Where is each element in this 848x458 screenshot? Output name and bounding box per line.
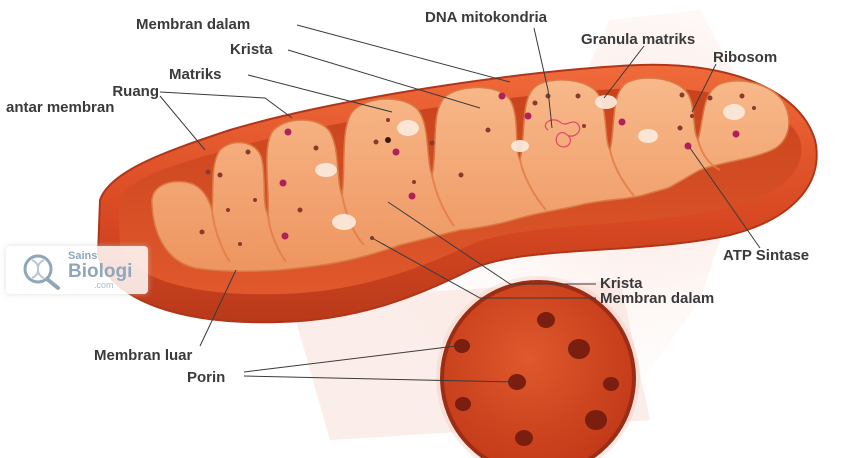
dna-magnifier-icon [23, 254, 60, 290]
label-ruang-line2: antar membran [6, 99, 115, 116]
logo-line3: .com [94, 280, 114, 290]
label-membran-dalam-top: Membran dalam [136, 16, 251, 33]
outer-membrane-zoom [436, 276, 640, 458]
label-porin: Porin [187, 369, 226, 386]
logo-line2: Biologi [68, 261, 133, 282]
label-dna-mitokondria: DNA mitokondria [425, 9, 547, 26]
mitochondrial-dna [544, 119, 581, 148]
sainsbiologi-watermark: Sains Biologi .com [6, 246, 148, 294]
label-krista-bottom: Krista [600, 275, 643, 292]
label-ruang-line1: Ruang [112, 83, 159, 100]
logo-line1: Sains [68, 250, 98, 262]
label-atp-sintase: ATP Sintase [723, 247, 810, 264]
label-krista-top: Krista [230, 41, 273, 58]
label-granula-matriks: Granula matriks [581, 31, 696, 48]
label-membran-dalam-bottom: Membran dalam [600, 290, 715, 307]
label-membran-luar: Membran luar [94, 347, 193, 364]
label-matriks: Matriks [169, 66, 222, 83]
label-ribosom: Ribosom [713, 49, 778, 66]
